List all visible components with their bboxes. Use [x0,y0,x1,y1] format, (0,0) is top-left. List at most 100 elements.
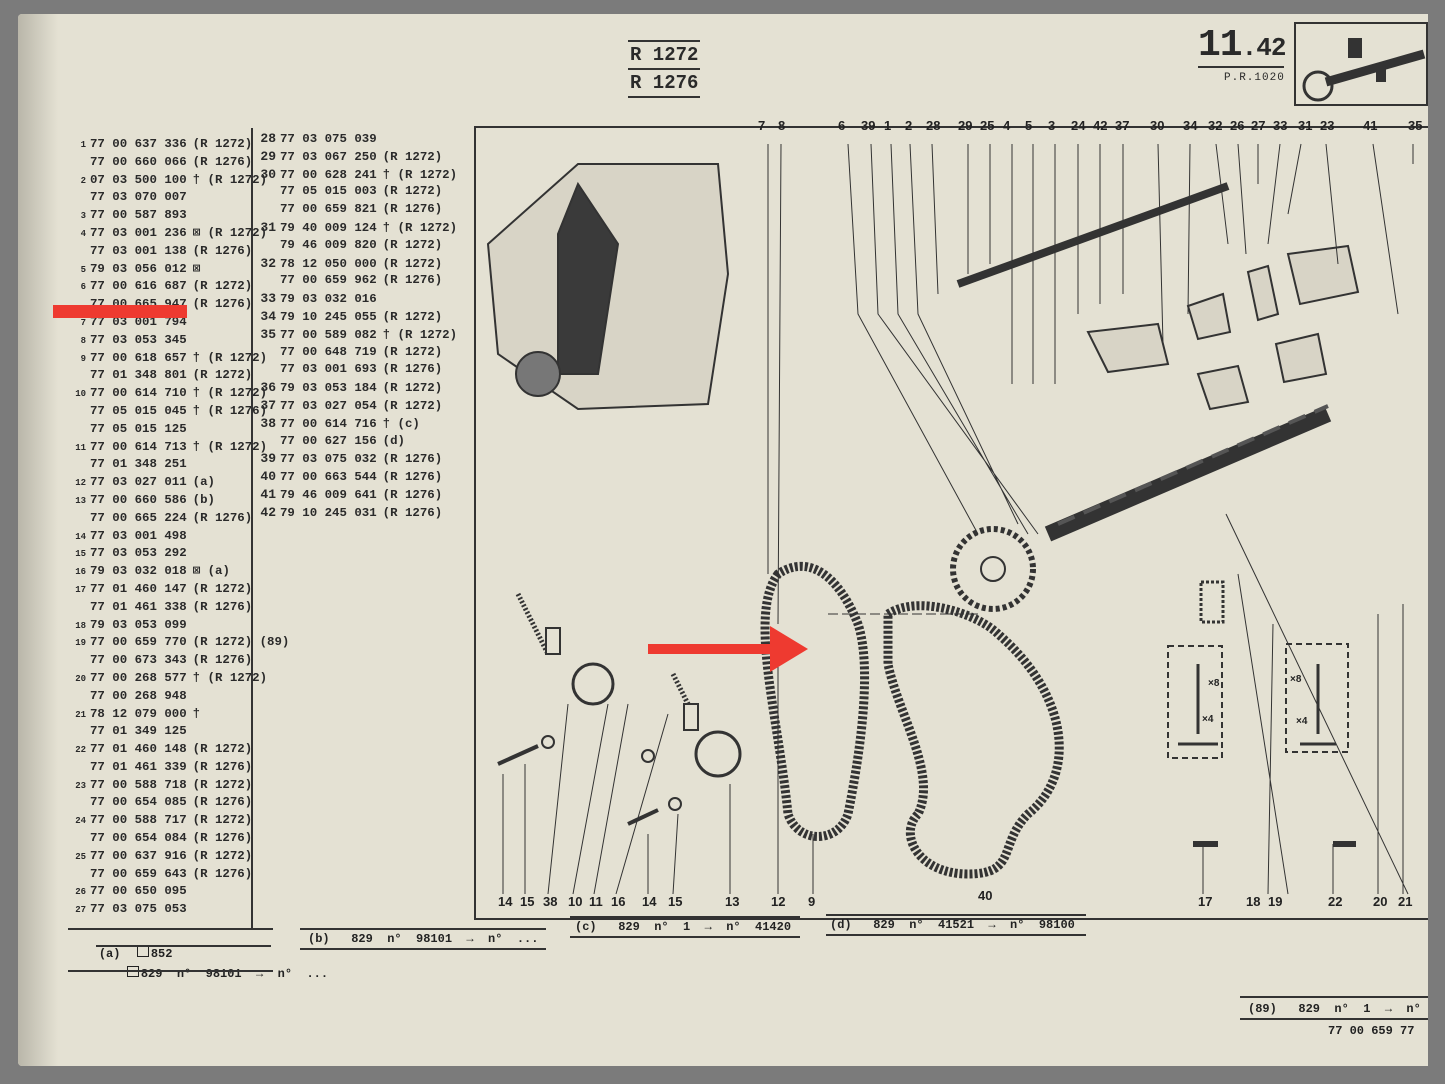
part-number: 77 00 268 948 [90,688,187,703]
part-number: 77 03 001 794 [90,314,187,329]
part-note: (R 1272) [192,137,253,151]
part-number: 77 00 614 716 [280,416,377,431]
part-number: 78 12 079 000 [90,706,187,721]
parts-row: 77 03 001 693(R 1276) [254,361,457,379]
part-note: (R 1272) [382,381,443,396]
model-r1276: R 1276 [628,70,701,98]
part-number: 77 03 070 007 [90,190,187,205]
part-number: 77 05 015 003 [280,184,377,199]
callout-bottom: 15 [520,894,535,909]
part-note: (R 1276) [382,362,443,377]
part-note: (R 1276) [192,866,253,881]
callout-top: 2 [905,118,913,133]
part-number: 77 00 587 893 [90,208,187,223]
item-number: 38 [260,415,276,431]
item-number: 11 [75,442,86,453]
part-number: 77 03 001 138 [90,243,187,258]
part-number: 77 00 588 717 [90,813,187,828]
item-number: 37 [260,397,276,413]
footnote-a-line2-wrap: 829 n° 98101 → n° ... [96,952,328,995]
part-number: 77 00 628 241 [280,167,377,182]
page-gutter-shadow [18,14,58,1066]
timing-belt-alt-icon [883,601,1064,879]
parts-row: 77 01 348 251 [68,456,289,474]
footnote-rule-a3 [68,970,273,972]
part-note: † (R 1272) [192,439,268,454]
parts-row: 77 05 015 045† (R 1276) [68,403,289,421]
footnote-a: (a) 852 [70,932,172,975]
item-number: 33 [260,291,276,307]
part-note: (R 1272) [382,237,443,252]
part-note: (d) [382,433,405,448]
part-number: 77 00 637 336 [90,137,187,151]
item-number: 40 [260,469,276,485]
part-note: ⊠ (a) [192,564,230,579]
callout-bottom: 19 [1268,894,1283,909]
parts-row: 77 00 268 948 [68,688,289,706]
part-number: 79 03 053 184 [280,381,377,396]
part-number: 79 10 245 055 [280,309,377,324]
valve-group-exhaust [1285,643,1349,753]
parts-row: 77 00 659 643(R 1276) [68,866,289,884]
parts-row: 77 05 015 125 [68,421,289,439]
part-number: 79 03 056 012 [90,261,187,276]
item-number: 3 [80,211,86,222]
callout-bottom: 20 [1373,894,1388,909]
part-number: 77 00 589 082 [280,327,377,342]
callout-top: 30 [1150,118,1165,133]
parts-row: 77 00 654 084(R 1276) [68,830,289,848]
parts-row: 77 00 665 224(R 1276) [68,510,289,528]
part-note: (R 1272) [192,742,253,757]
part-note: (R 1272) [192,813,253,828]
rocker-shaft-icon [956,182,1230,288]
part-note: (R 1272) [192,777,253,792]
item-number: 32 [260,255,276,271]
parts-row: 77 00 659 962(R 1276) [254,272,457,290]
part-number: 79 03 032 016 [280,292,377,307]
part-note: (R 1276) [382,470,443,485]
part-note: (R 1276) [192,653,253,668]
part-number: 77 00 588 718 [90,777,187,792]
part-note: (R 1272) [382,184,443,199]
model-r1272: R 1272 [628,40,701,70]
engine-pulley-icon [515,351,561,397]
part-number: 77 01 348 801 [90,368,187,383]
part-note: † (R 1272) [382,167,458,182]
part-note: (R 1272) [382,149,443,164]
callout-top: 8 [778,118,786,133]
callout-top: 26 [1230,118,1245,133]
callout-top: 1 [884,118,892,133]
part-number: 77 00 627 156 [280,433,377,448]
part-note: ⊠ (R 1272) [192,225,268,240]
parts-row: 77 03 001 138(R 1276) [68,243,289,261]
part-note: (R 1272) [382,309,443,324]
callout-top: 23 [1320,118,1335,133]
part-number: 77 03 075 039 [280,132,377,146]
callout-top: 37 [1115,118,1130,133]
part-note: (R 1272) (89) [192,635,290,650]
parts-row: 77 00 673 343(R 1276) [68,652,289,670]
item-number: 30 [260,166,276,182]
item-number: 28 [260,131,276,146]
callout-top: 28 [926,118,941,133]
camshaft-thumbnail-icon [1294,22,1428,106]
part-number: 77 00 618 657 [90,350,187,365]
part-number: 77 00 637 916 [90,848,187,863]
section-rule [1198,66,1284,68]
footnote-b: (b) 829 n° 98101 → n° ... [308,932,539,946]
footnote-rule-c [570,916,800,918]
footnote-c: (c) 829 n° 1 → n° 41420 [575,920,792,934]
